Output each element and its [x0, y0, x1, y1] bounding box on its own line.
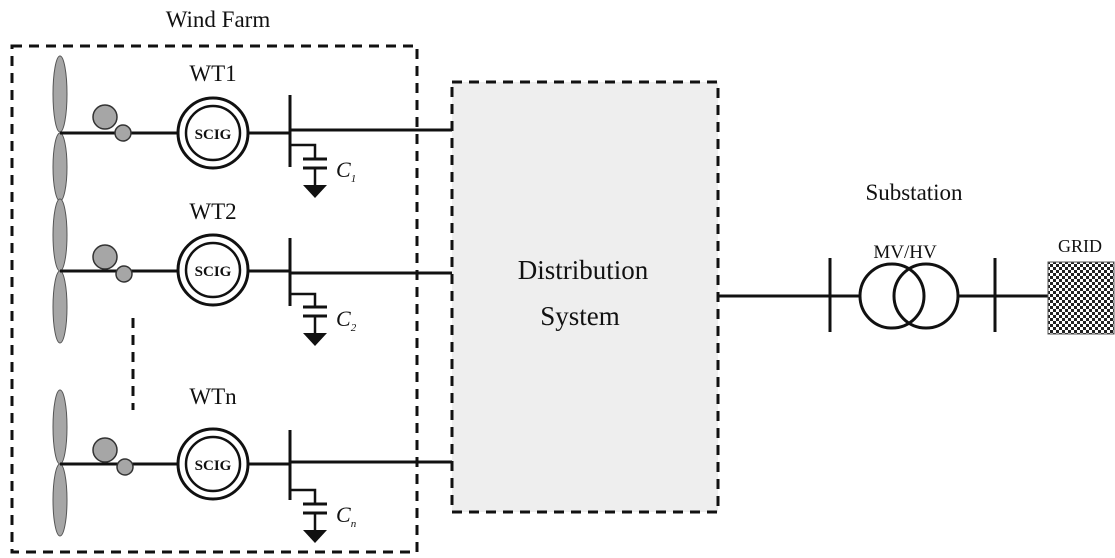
capacitor-bank-icon: [290, 488, 327, 543]
scig-generator-icon: SCIG: [176, 96, 250, 170]
svg-text:SCIG: SCIG: [195, 127, 232, 143]
svg-text:SCIG: SCIG: [195, 458, 232, 474]
gearbox-icon: [92, 104, 132, 142]
distribution-label-line2: System: [540, 301, 620, 331]
capacitor-bank-icon: [290, 292, 327, 346]
turbine-unit-1: SCIG WT1 C1: [52, 55, 452, 202]
grid-label: GRID: [1058, 236, 1102, 256]
turbine-label: WT2: [189, 199, 236, 224]
gearbox-icon: [92, 437, 134, 476]
distribution-system-box: [450, 80, 720, 514]
transformer-icon: [858, 262, 960, 330]
turbine-label: WTn: [189, 384, 237, 409]
turbine-blades-icon: [52, 55, 68, 202]
substation-title: Substation: [865, 180, 963, 205]
turbine-unit-2: SCIG WT2 C2: [52, 198, 452, 346]
capacitor-label: C2: [336, 306, 357, 334]
turbine-unit-n: SCIG WTn Cn: [52, 384, 452, 543]
scig-generator-icon: SCIG: [176, 233, 250, 307]
capacitor-label: C1: [336, 157, 356, 185]
wind-farm-title: Wind Farm: [166, 7, 271, 32]
capacitor-label: Cn: [336, 502, 357, 530]
capacitor-bank-icon: [290, 143, 327, 198]
distribution-label-line1: Distribution: [518, 255, 649, 285]
turbine-blades-icon: [52, 389, 68, 537]
grid-icon: [1047, 261, 1115, 335]
wind-farm-boundary: [10, 44, 419, 554]
scig-generator-icon: SCIG: [176, 427, 250, 501]
gearbox-icon: [92, 244, 133, 283]
svg-text:SCIG: SCIG: [195, 264, 232, 280]
turbine-label: WT1: [189, 61, 236, 86]
transformer-label: MV/HV: [873, 242, 937, 263]
